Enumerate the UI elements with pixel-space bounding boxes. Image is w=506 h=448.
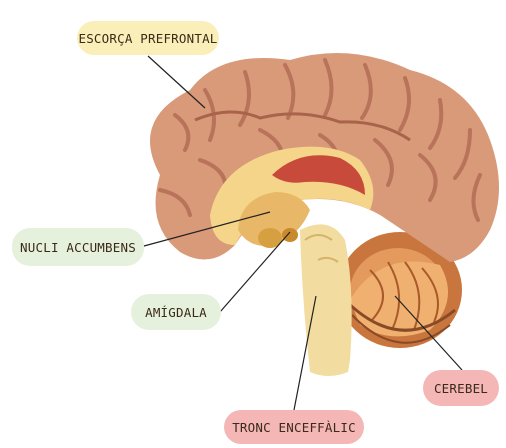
- label-amygdala: AMÍGDALA: [131, 294, 221, 330]
- label-nucleus-accumbens: NUCLI ACCUMBENS: [12, 228, 144, 266]
- label-prefrontal-cortex: ESCORÇA PREFRONTAL: [77, 21, 219, 55]
- brainstem: [300, 224, 352, 376]
- label-cerebellum: CEREBEL: [423, 370, 499, 406]
- label-brainstem: TRONC ENCEFFÀLIC: [224, 410, 364, 444]
- amygdala-region: [282, 228, 298, 242]
